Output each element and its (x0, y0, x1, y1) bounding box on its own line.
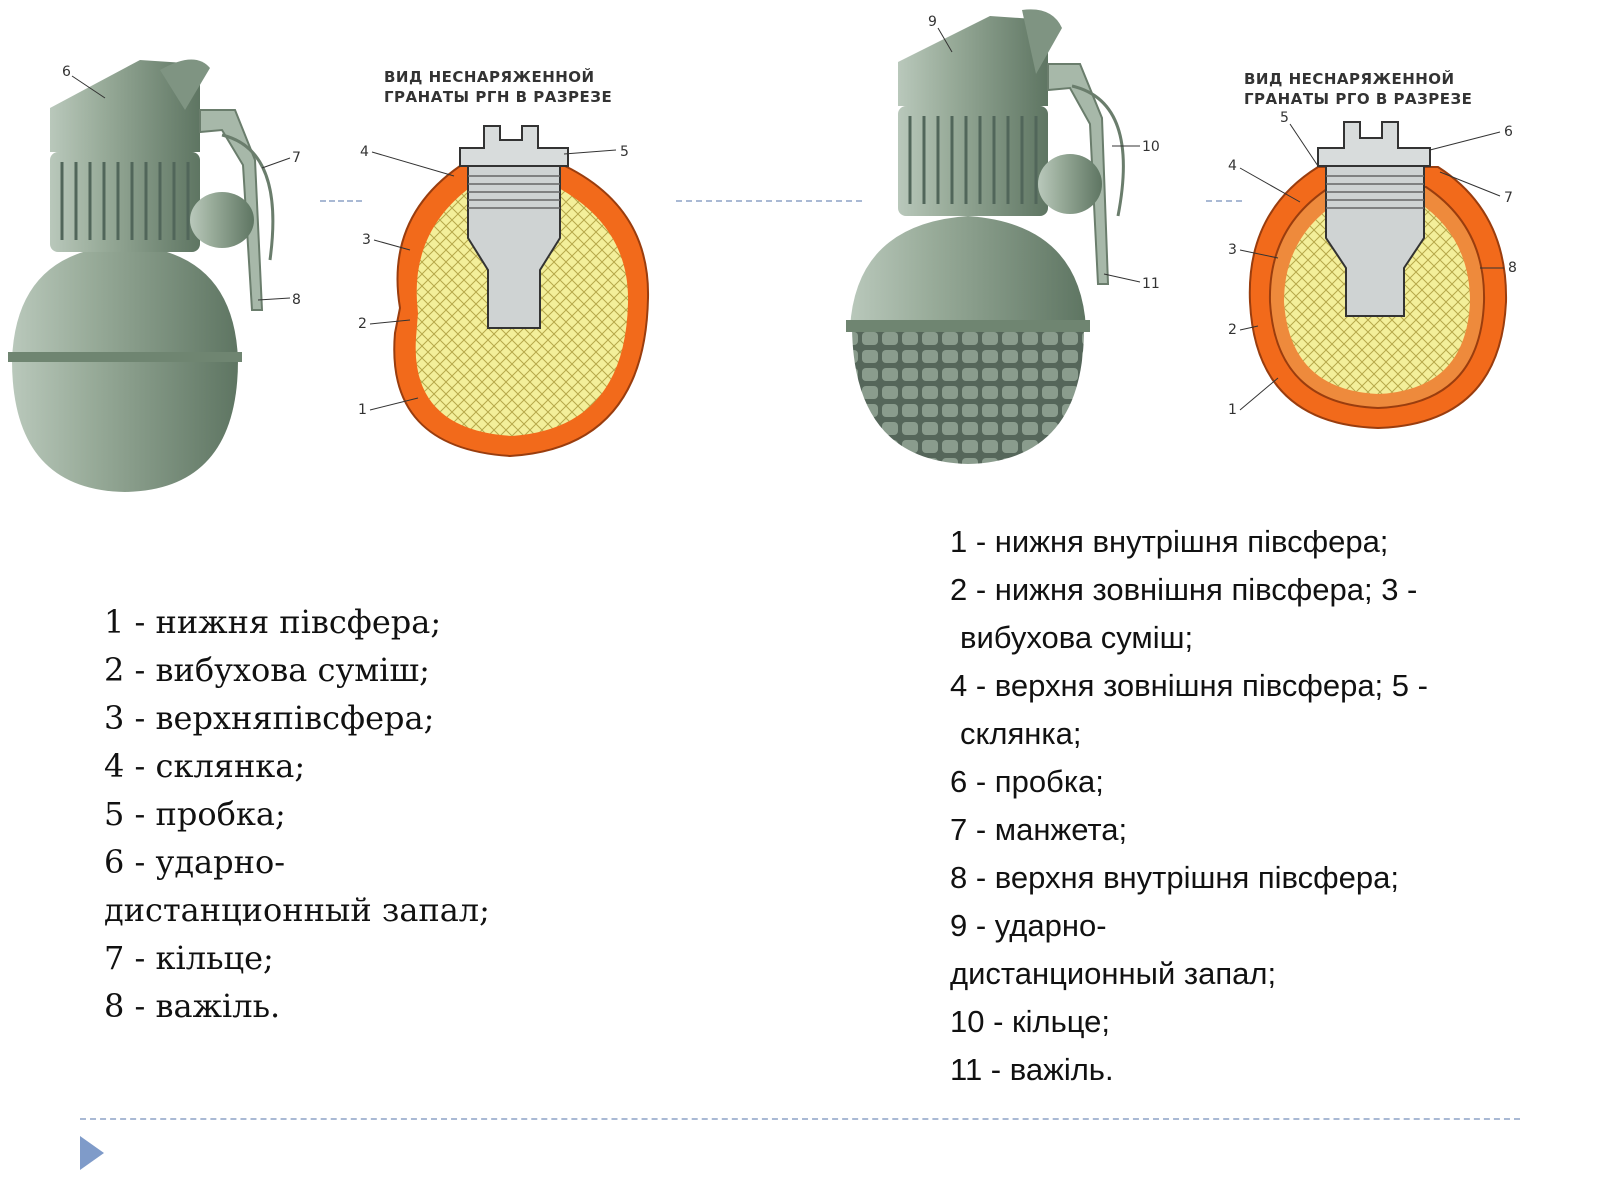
legend-item: дистанционный запал; (950, 956, 1277, 991)
legend-item: 2 - вибухова суміш; (104, 651, 430, 689)
rgo-caption-line1: ВИД НЕСНАРЯЖЕННОЙ (1244, 69, 1455, 88)
legend-item: 7 - манжета; (950, 812, 1128, 847)
legend-item: 3 - верхняпівсфера; (104, 699, 435, 737)
callout-7: 7 (292, 150, 301, 166)
legend-item: 1 - нижня півсфера; (104, 603, 442, 641)
rgn-legend: 1 - нижня півсфера; 2 - вибухова суміш; … (104, 598, 604, 1030)
legend-item: 6 - ударно- (104, 843, 286, 881)
rgn-lever (199, 109, 264, 311)
legend-item: 10 - кільце; (950, 1004, 1110, 1039)
section-callout-4: 4 (360, 144, 369, 160)
legend-item: 4 - склянка; (104, 747, 306, 785)
rgn-pull-ring (221, 133, 275, 261)
rgo-pull-ring (1071, 84, 1125, 217)
legend-item: 9 - ударно- (950, 908, 1107, 943)
rgn-exterior-illustration: 6 7 8 (8, 59, 301, 492)
rgo-fragmentation-hemisphere (852, 328, 1084, 464)
callout-10: 10 (1142, 139, 1160, 155)
rgo-fuse-head (898, 16, 1048, 106)
separator-dash (1206, 200, 1242, 202)
rgn-cross-section: ВИД НЕСНАРЯЖЕННОЙ ГРАНАТЫ РГН В РАЗРЕЗЕ … (358, 67, 650, 458)
section-callout-3: 3 (362, 232, 371, 248)
rgn-fuse-head (50, 60, 200, 152)
section-callout-4: 4 (1228, 158, 1237, 174)
separator-dash (320, 200, 362, 202)
callout-11: 11 (1142, 276, 1160, 292)
legend-item: 2 - нижня зовнішня півсфера; 3 - (950, 572, 1418, 607)
rgn-ring-knob (190, 192, 254, 248)
section-callout-2: 2 (358, 316, 367, 332)
legend-item: 5 - пробка; (104, 795, 286, 833)
legend-item: вибухова суміш; (960, 620, 1194, 655)
rgo-fuse-body (898, 106, 1048, 216)
rgn-fuse-body (50, 152, 200, 252)
triangle-bullet-icon (80, 1136, 104, 1170)
section-callout-2: 2 (1228, 322, 1237, 338)
section-callout-3: 3 (1228, 242, 1237, 258)
section-callout-1: 1 (1228, 402, 1237, 418)
section-callout-1: 1 (358, 402, 367, 418)
legend-item: 6 - пробка; (950, 764, 1104, 799)
rgo-upper-hemisphere (850, 216, 1086, 328)
rgo-lever (1047, 63, 1110, 285)
rgn-lower-hemisphere (12, 360, 238, 492)
section-callout-8: 8 (1508, 260, 1517, 276)
footer-rule (80, 1118, 1520, 1120)
rgn-caption-line1: ВИД НЕСНАРЯЖЕННОЙ (384, 67, 595, 86)
legend-item: 4 - верхня зовнішня півсфера; 5 - (950, 668, 1428, 703)
rgo-cross-section: ВИД НЕСНАРЯЖЕННОЙ ГРАНАТЫ РГО В РАЗРЕЗЕ … (1228, 69, 1517, 430)
rgo-caption-line2: ГРАНАТЫ РГО В РАЗРЕЗЕ (1244, 90, 1472, 108)
rgo-cup (1325, 165, 1425, 317)
callout-6: 6 (62, 64, 71, 80)
callout-9: 9 (928, 14, 937, 30)
rgn-upper-hemisphere (12, 245, 238, 360)
legend-item: склянка; (960, 716, 1082, 751)
callout-8: 8 (292, 292, 301, 308)
legend-item: 1 - нижня внутрішня півсфера; (950, 524, 1389, 559)
section-callout-6: 6 (1504, 124, 1513, 140)
legend-item: 11 - важіль. (950, 1052, 1114, 1087)
legend-item: 7 - кільце; (104, 939, 274, 977)
rgo-legend: 1 - нижня внутрішня півсфера; 2 - нижня … (950, 518, 1570, 1094)
legend-item: 8 - важіль. (104, 987, 281, 1025)
separator-dash (676, 200, 862, 202)
section-callout-5: 5 (1280, 110, 1289, 126)
section-callout-5: 5 (620, 144, 629, 160)
section-callout-7: 7 (1504, 190, 1513, 206)
rgo-plug (1317, 121, 1431, 167)
legend-item: дистанционный запал; (104, 891, 490, 929)
rgo-exterior-illustration: 9 10 11 (846, 9, 1160, 464)
rgo-ring-knob (1038, 154, 1102, 214)
legend-item: 8 - верхня внутрішня півсфера; (950, 860, 1400, 895)
rgn-plug (459, 125, 569, 167)
rgn-cup (467, 165, 561, 329)
rgn-caption-line2: ГРАНАТЫ РГН В РАЗРЕЗЕ (384, 88, 612, 106)
